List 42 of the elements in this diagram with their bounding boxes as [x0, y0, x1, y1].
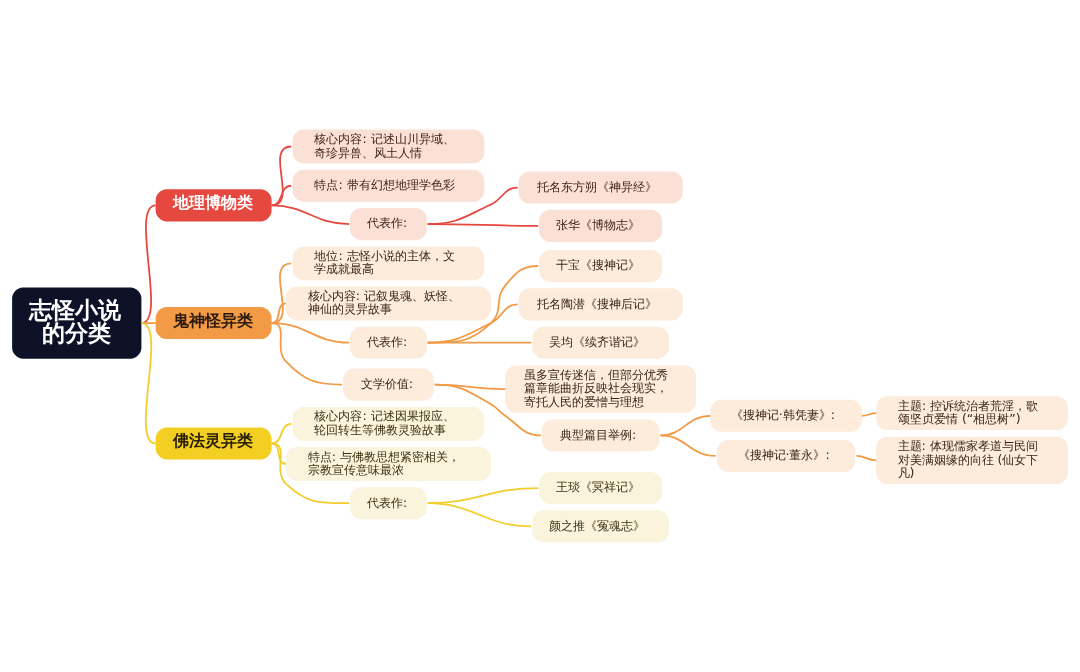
node-box: 志怪小说的分类	[12, 287, 142, 359]
connector	[861, 412, 878, 417]
connector	[270, 442, 351, 505]
node-box: 地理博物类	[155, 189, 272, 222]
node-box: 核心内容: 记叙鬼魂、妖怪、神仙的灵异故事	[285, 286, 491, 321]
node-box: 干宝《搜神记》	[539, 249, 663, 283]
connector	[270, 322, 343, 386]
connector	[659, 414, 712, 437]
node-box: 核心内容: 记述因果报应、轮回转生等佛教灵验故事	[292, 406, 485, 441]
node-box: 《搜神记·韩凭妻》:	[710, 399, 862, 432]
node-box: 主题: 体现儒家孝道与民间对美满姻缘的向往 (仙女下凡)	[876, 436, 1068, 485]
node-box: 托名东方朔《神异经》	[518, 171, 683, 204]
node-box: 典型篇目举例:	[541, 419, 660, 452]
connector	[426, 341, 532, 344]
node-box: 《搜神记·董永》:	[717, 439, 856, 472]
node-box: 佛法灵异类	[155, 427, 272, 460]
node-box: 鬼神怪异类	[155, 307, 272, 340]
node-box: 吴均《续齐谐记》	[532, 326, 669, 359]
node-box: 张华《博物志》	[539, 209, 663, 242]
connector	[426, 265, 540, 344]
node-box: 托名陶潜《搜神后记》	[518, 288, 683, 321]
node-box: 虽多宣传迷信，但部分优秀篇章能曲折反映社会现实，寄托人民的爱憎与理想	[505, 365, 697, 413]
connector	[270, 442, 287, 465]
connector	[426, 223, 540, 227]
node-box: 特点: 带有幻想地理学色彩	[292, 169, 485, 202]
connector	[433, 383, 542, 437]
node-box: 文学价值:	[342, 368, 434, 401]
node-box: 主题: 控诉统治者荒淫，歌颂坚贞爱情 (“相思树”)	[876, 396, 1068, 431]
node-box: 王琰《冥祥记》	[539, 472, 663, 505]
node-box: 颜之推《冤魂志》	[532, 510, 669, 543]
connector	[270, 184, 293, 207]
connector	[855, 455, 878, 462]
connector	[270, 422, 293, 445]
connector	[426, 502, 532, 528]
node-box: 代表作:	[350, 487, 427, 520]
node-box: 代表作:	[350, 326, 427, 359]
connector	[270, 204, 351, 225]
node-box: 特点: 与佛教思想紧密相关，宗教宣传意味最浓	[285, 447, 491, 481]
node-box: 地位: 志怪小说的主体，文学成就最高	[292, 246, 485, 281]
node-box: 代表作:	[350, 208, 427, 241]
connector	[659, 434, 717, 457]
node-box: 核心内容: 记述山川异域、奇珍异兽、风土人情	[292, 129, 485, 164]
